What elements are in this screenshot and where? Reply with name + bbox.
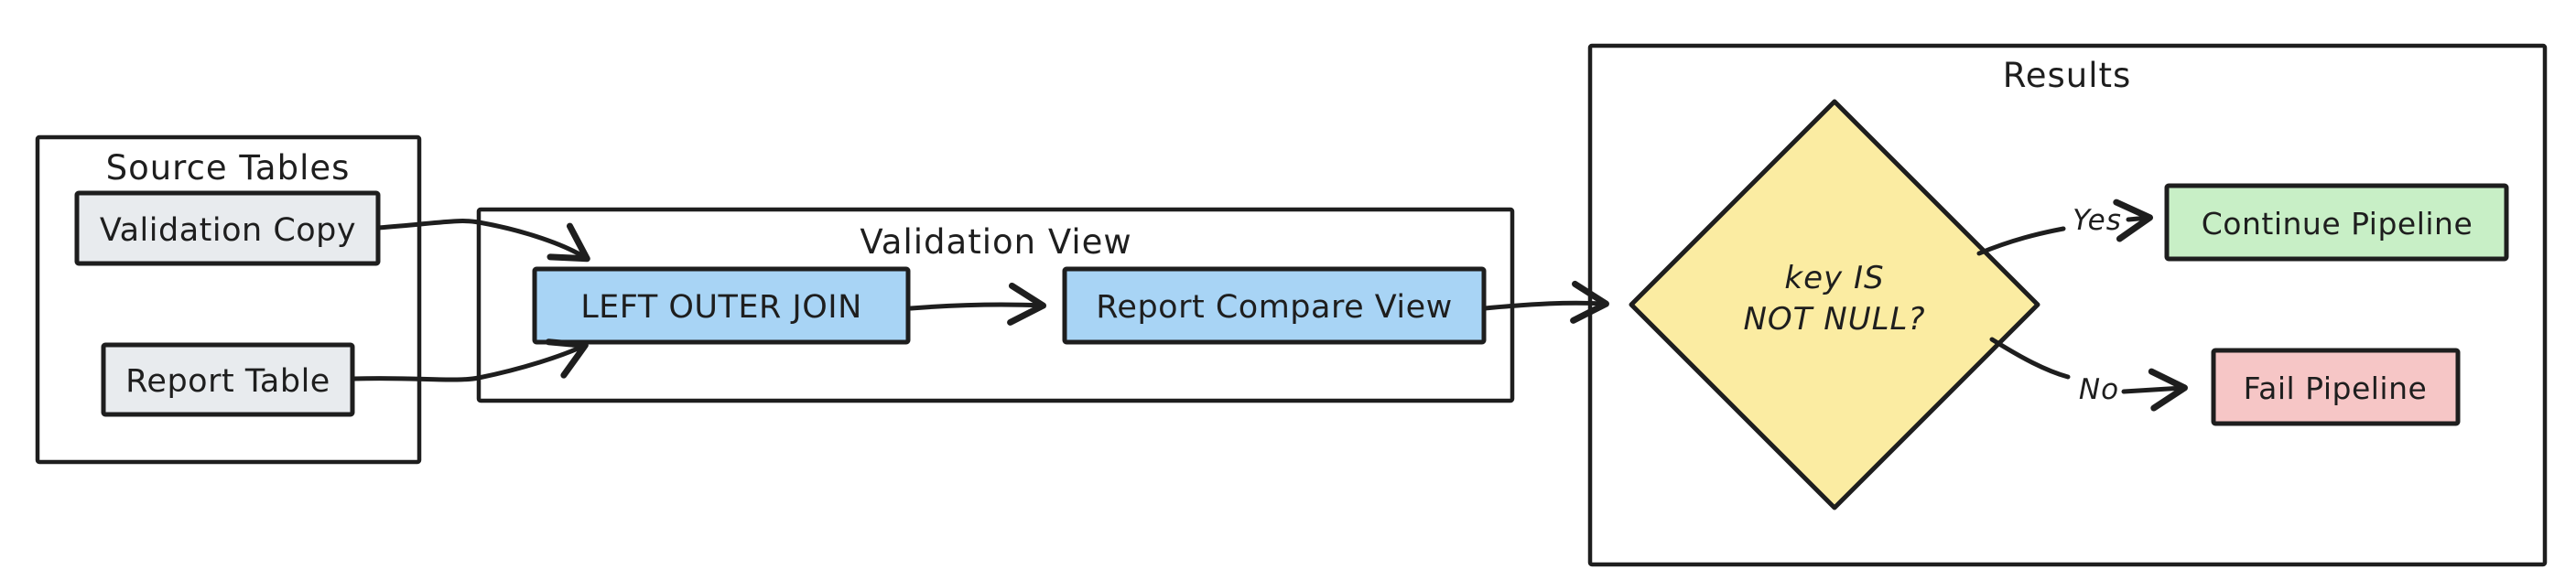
decision-node: key IS NOT NULL? xyxy=(1629,99,2040,510)
validation-copy-node: Validation Copy xyxy=(74,190,381,266)
source-tables-group: Source Tables Validation Copy Report Tab… xyxy=(35,134,422,465)
report-compare-view-node: Report Compare View xyxy=(1062,266,1487,345)
report-table-label: Report Table xyxy=(125,363,330,400)
continue-pipeline-rect xyxy=(2164,183,2509,262)
report-compare-view-rect xyxy=(1062,266,1487,345)
fail-pipeline-label: Fail Pipeline xyxy=(2244,371,2428,406)
edge-validation-copy-to-join xyxy=(375,219,590,263)
edge-report-table-to-join xyxy=(351,338,589,382)
decision-label-line2: NOT NULL? xyxy=(1743,301,1925,338)
edge-decision-no-line xyxy=(1989,337,2071,380)
edge-compare-to-decision xyxy=(1482,280,1609,324)
results-group: Results key IS NOT NULL? Yes Continue Pi… xyxy=(1587,43,2548,567)
results-title: Results xyxy=(2003,56,2132,95)
left-outer-join-rect xyxy=(532,266,911,345)
source-tables-title: Source Tables xyxy=(106,148,351,188)
fail-pipeline-node: Fail Pipeline xyxy=(2211,348,2461,426)
edge-decision-no-arrow xyxy=(2121,368,2188,412)
continue-pipeline-label: Continue Pipeline xyxy=(2202,206,2473,242)
left-outer-join-label: LEFT OUTER JOIN xyxy=(580,289,862,326)
report-table-node: Report Table xyxy=(101,342,355,417)
edge-decision-yes-arrow xyxy=(2113,199,2153,242)
edge-join-to-compare xyxy=(908,282,1046,326)
report-compare-view-label: Report Compare View xyxy=(1096,289,1453,326)
yes-edge-label: Yes xyxy=(2073,204,2122,237)
decision-diamond xyxy=(1629,99,2040,510)
fail-pipeline-rect xyxy=(2211,348,2461,426)
validation-view-title: Validation View xyxy=(860,222,1131,262)
left-outer-join-node: LEFT OUTER JOIN xyxy=(532,266,911,345)
no-edge-label: No xyxy=(2079,373,2119,406)
validation-copy-label: Validation Copy xyxy=(100,212,356,249)
continue-pipeline-node: Continue Pipeline xyxy=(2164,183,2509,262)
edges-group xyxy=(351,219,1609,382)
decision-label-line1: key IS xyxy=(1784,260,1884,296)
edge-decision-yes-line xyxy=(1976,226,2066,256)
